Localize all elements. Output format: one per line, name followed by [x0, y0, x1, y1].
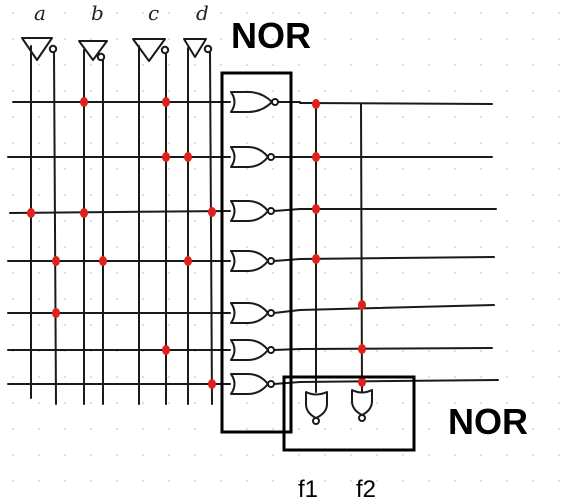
nor-gate-5: [230, 302, 301, 324]
or-plane-lines: [299, 99, 499, 393]
input-buffer-c: [132, 38, 170, 62]
connection-dot-19: [208, 379, 216, 389]
connection-dots: [27, 97, 366, 389]
input-vertical-lines: [30, 45, 213, 405]
nor-plane-1-box: [220, 71, 293, 434]
nor-gate-f1: [305, 391, 328, 425]
connection-dot-8: [80, 208, 88, 218]
nor-plane-1-gates: [230, 91, 311, 395]
input-buffer-b: [78, 40, 108, 62]
nor-gate-7: [230, 373, 301, 395]
input-buffer-a: [21, 37, 58, 61]
nor-gate-f2: [351, 389, 373, 422]
or-row-5: [299, 304, 495, 311]
input-labels: a b c d: [34, 1, 209, 25]
connection-dot-15: [52, 308, 60, 318]
nor-plane-2-box: [282, 375, 416, 452]
connection-dot-3: [312, 99, 320, 109]
or-row-6: [299, 347, 493, 350]
product-term-lines: [7, 101, 231, 385]
connection-dot-1: [80, 97, 88, 107]
connection-dot-17: [162, 345, 170, 355]
nor-gate-4: [230, 250, 301, 272]
nor-plane-1-label: NOR: [231, 15, 311, 56]
nor-plane-2-gates: [305, 389, 373, 425]
input-line-d-complement: [209, 51, 213, 405]
input-label-b: b: [91, 1, 104, 25]
nor-gate-1: [230, 91, 301, 113]
input-line-a-complement: [53, 51, 57, 405]
or-row-7: [299, 379, 499, 383]
product-line-3: [9, 210, 231, 214]
output-label-f2: f2: [356, 476, 376, 503]
connection-dot-11: [52, 256, 60, 266]
connection-dot-20: [358, 377, 366, 387]
connection-dot-7: [27, 208, 35, 218]
output-label-f1: f1: [298, 476, 318, 503]
connection-dot-12: [99, 256, 107, 266]
connection-dot-14: [312, 254, 320, 264]
input-label-a: a: [34, 1, 46, 25]
connection-dot-6: [312, 152, 320, 162]
connection-dot-10: [312, 204, 320, 214]
nor-gate-3: [230, 200, 301, 222]
connection-dot-2: [162, 97, 170, 107]
connection-dot-4: [162, 152, 170, 162]
or-row-1: [299, 102, 493, 105]
input-label-d: d: [196, 1, 209, 25]
connection-dot-18: [358, 344, 366, 354]
input-buffer-d: [183, 38, 213, 58]
input-label-c: c: [148, 1, 159, 25]
nor-plane-2-label: NOR: [448, 401, 528, 442]
connection-dot-9: [208, 207, 216, 217]
or-row-4: [299, 256, 495, 260]
nor-gate-6: [230, 339, 301, 361]
f2-column: [360, 103, 363, 393]
connection-dot-16: [358, 300, 366, 310]
input-buffers: [21, 37, 213, 62]
connection-dot-5: [184, 152, 192, 162]
connection-dot-13: [184, 256, 192, 266]
